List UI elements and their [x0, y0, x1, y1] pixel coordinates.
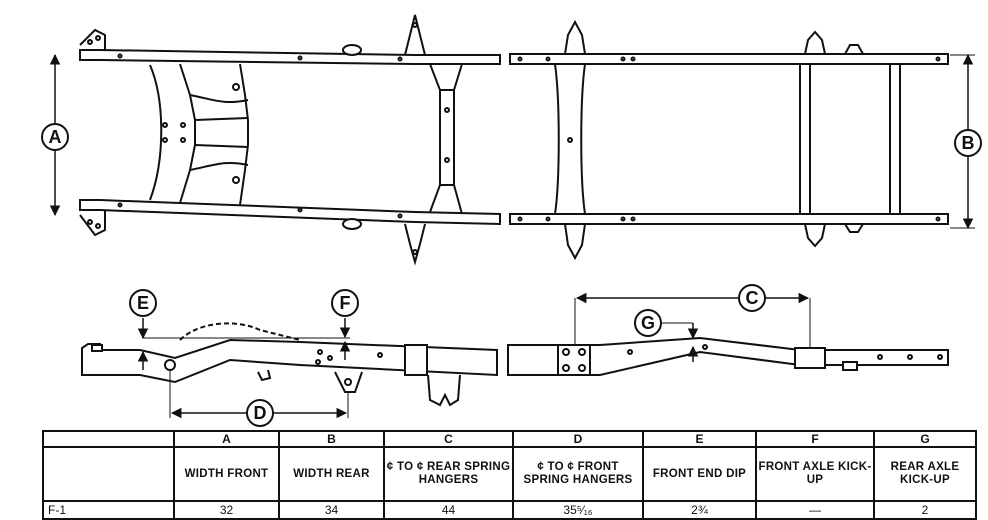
header-cell: WIDTH REAR	[278, 446, 385, 502]
dimension-f: F	[331, 289, 359, 360]
callout-d-circle	[246, 399, 274, 427]
header-cell: FRONT AXLE KICK-UP	[755, 446, 875, 502]
letter-cell: B	[278, 430, 385, 448]
table-row: F-1 32 34 44 35⁵⁄₁₆ 2¾ — 2	[42, 500, 977, 520]
callout-a-circle	[41, 123, 69, 151]
table-cell: 2¾	[642, 500, 757, 520]
frame-diagram: A B E F	[41, 14, 982, 427]
callout-e-circle	[129, 289, 157, 317]
letter-cell: E	[642, 430, 757, 448]
letter-cell: G	[873, 430, 977, 448]
callout-f-label: F	[340, 293, 351, 313]
frame-dimensions-table: A B C D E F G WIDTH FRONT WIDTH REAR ¢ T…	[42, 430, 977, 520]
callout-e-label: E	[137, 293, 149, 313]
top-view-front-frame	[79, 14, 501, 266]
top-view-rear-frame	[509, 19, 949, 261]
table-cell: 2	[873, 500, 977, 520]
letter-cell: F	[755, 430, 875, 448]
table-cell: 35⁵⁄₁₆	[512, 500, 644, 520]
header-cell: WIDTH FRONT	[173, 446, 280, 502]
callout-d-label: D	[254, 403, 267, 423]
dimension-d: D	[169, 370, 349, 427]
dimension-c: C	[574, 284, 811, 348]
dimension-g: G	[634, 309, 699, 362]
dimension-e: E	[129, 289, 350, 370]
header-cell: ¢ TO ¢ FRONT SPRING HANGERS	[512, 446, 644, 502]
letter-cell: C	[383, 430, 514, 448]
table-letter-row: A B C D E F G	[42, 430, 977, 448]
callout-g-label: G	[641, 313, 655, 333]
letter-cell: D	[512, 430, 644, 448]
callout-c-circle	[738, 284, 766, 312]
callout-b-circle	[954, 129, 982, 157]
letter-cell	[42, 430, 175, 448]
table-cell: 34	[278, 500, 385, 520]
side-view-rear-frame	[507, 336, 949, 376]
header-cell: FRONT END DIP	[642, 446, 757, 502]
callout-c-label: C	[746, 288, 759, 308]
table-cell: —	[755, 500, 875, 520]
table-cell: F-1	[42, 500, 175, 520]
letter-cell: A	[173, 430, 280, 448]
dimension-a: A	[41, 53, 69, 217]
table-cell: 32	[173, 500, 280, 520]
header-cell: REAR AXLE KICK-UP	[873, 446, 977, 502]
table-header-row: WIDTH FRONT WIDTH REAR ¢ TO ¢ REAR SPRIN…	[42, 446, 977, 502]
callout-b-label: B	[962, 133, 975, 153]
callout-f-circle	[331, 289, 359, 317]
side-view-front-frame	[81, 322, 498, 407]
callout-g-circle	[634, 309, 662, 337]
callout-a-label: A	[49, 127, 62, 147]
header-cell	[42, 446, 175, 502]
table-cell: 44	[383, 500, 514, 520]
dimension-b: B	[950, 53, 982, 230]
header-cell: ¢ TO ¢ REAR SPRING HANGERS	[383, 446, 514, 502]
